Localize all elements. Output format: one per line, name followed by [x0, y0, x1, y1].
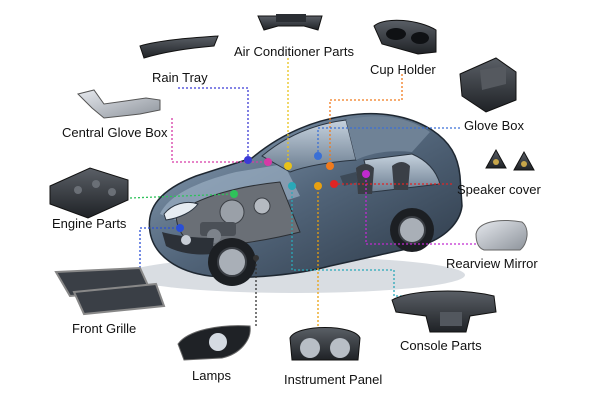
label-instrument-panel: Instrument Panel [284, 372, 383, 387]
central-glove-box-part-image [77, 89, 161, 119]
air-conditioner-part-image [257, 14, 323, 31]
connector-rain-tray [178, 87, 249, 160]
label-console-parts: Console Parts [400, 338, 482, 353]
connector-dots [176, 152, 370, 261]
front-grille-part-image [54, 266, 166, 316]
car-illustration [125, 112, 465, 293]
connector-rearview-mirror [365, 174, 476, 245]
label-rearview-mirror: Rearview Mirror [446, 256, 538, 271]
lamps-part-image [177, 325, 251, 361]
glove-box-part-image [459, 57, 517, 113]
connector-front-grille [139, 227, 180, 272]
connector-engine-parts [129, 193, 235, 199]
cup-holder-part-image [373, 19, 437, 55]
engine-parts-part-image [49, 167, 129, 219]
label-engine-parts: Engine Parts [52, 216, 127, 231]
label-central-glove-box: Central Glove Box [62, 125, 168, 140]
label-cup-holder: Cup Holder [370, 62, 436, 77]
label-rain-tray: Rain Tray [152, 70, 208, 85]
rain-tray-part-image [139, 35, 219, 59]
instrument-panel-part-image [289, 327, 361, 361]
speaker-cover-part-image [485, 148, 535, 171]
connector-central-glove-box [171, 118, 268, 163]
rearview-mirror-part-image [475, 220, 528, 251]
connector-glove-box [317, 127, 460, 156]
label-speaker-cover: Speaker cover [457, 182, 541, 197]
label-lamps: Lamps [192, 368, 232, 383]
label-air-conditioner-parts: Air Conditioner Parts [234, 44, 354, 59]
connector-cup-holder [329, 74, 403, 166]
label-front-grille: Front Grille [72, 321, 137, 336]
console-parts-part-image [391, 290, 497, 333]
label-glove-box: Glove Box [464, 118, 524, 133]
